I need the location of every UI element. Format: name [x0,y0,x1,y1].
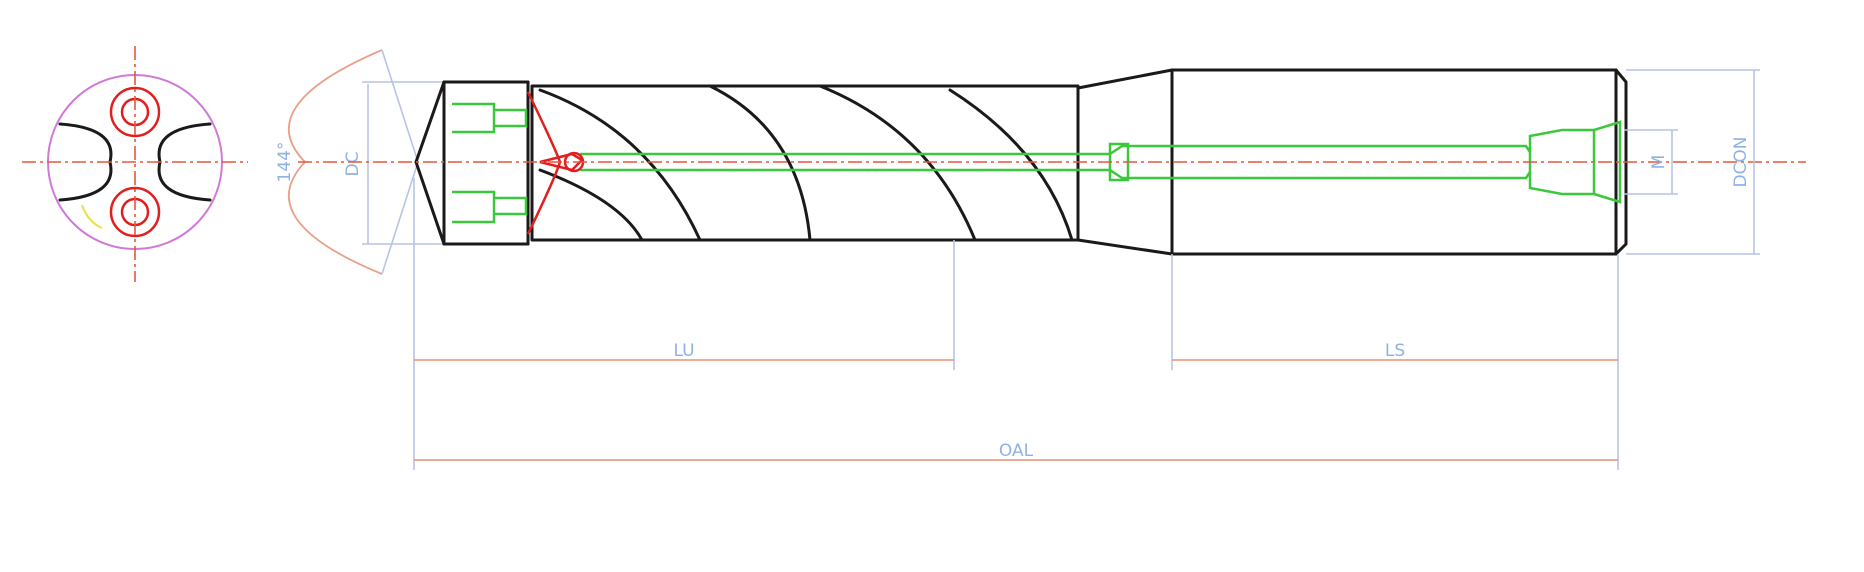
dc-label: DC [343,152,363,177]
end-view-coolant-hole-bottom [109,186,161,238]
cutting-head [442,80,530,246]
end-view-coolant-hole-top [109,86,161,138]
point-angle-leg-bottom [381,161,419,275]
point-angle-dimension: 144° DC [275,49,444,275]
drill-point-outline [414,80,530,246]
end-view [22,46,248,282]
neck-taper-bottom [1076,238,1174,256]
point-angle-leg-top [381,49,419,163]
neck-coolant-chamber [1108,142,1130,182]
head-coolant-channel-top [452,102,528,134]
shank-end-chamfer [1614,68,1628,256]
flute-3 [818,84,977,242]
thread-label: M [1649,155,1669,170]
head-coolant-channel-bottom [452,190,528,224]
fluted-body [530,84,1080,242]
neck-taper-top [1076,68,1174,90]
flute-5 [948,88,1074,242]
body-coolant-channel [580,144,1532,180]
flute-4 [538,168,644,242]
end-view-edge-highlight [81,204,103,229]
shank-dimensions: M DCON [1624,69,1760,255]
flute-2 [708,84,812,242]
length-dimensions: LU LS OAL [413,178,1619,470]
dcon-label: DCON [1731,136,1751,187]
oal-label: OAL [999,441,1034,461]
lu-label: LU [673,341,694,361]
shank-inlet-cone [1593,120,1622,204]
flute-1 [538,88,702,242]
tool-side-view [298,68,1806,256]
ls-label: LS [1385,341,1405,361]
point-angle-label: 144° [275,142,295,183]
